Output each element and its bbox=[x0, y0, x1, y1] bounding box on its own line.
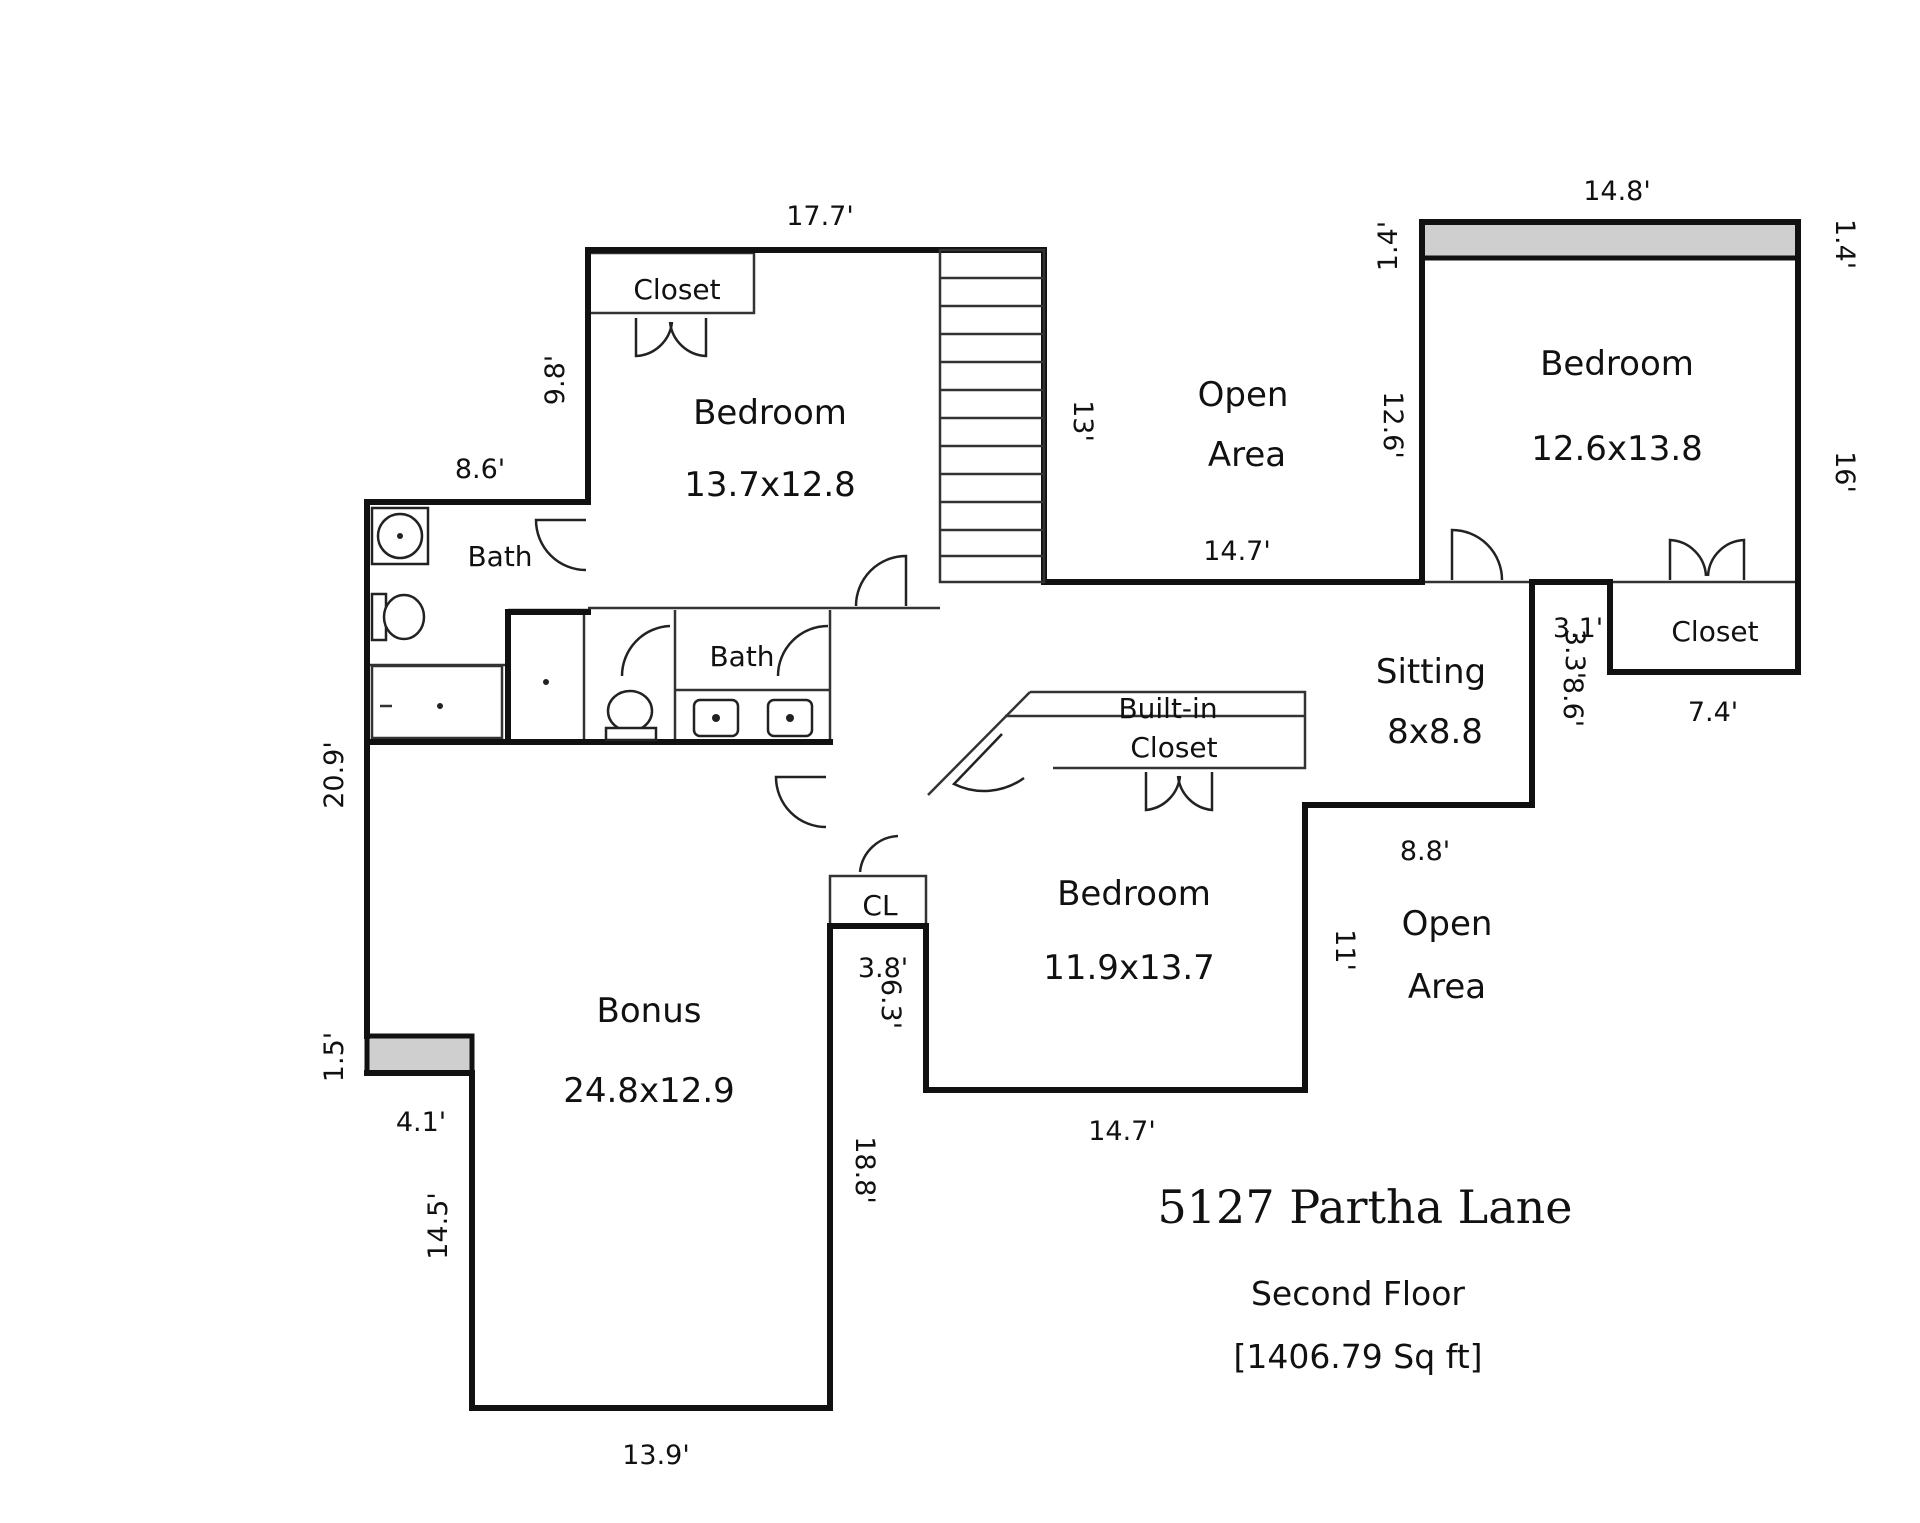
dim-sitting-side-a: 3.3' bbox=[1559, 629, 1590, 679]
dim-top-bedroom-width: 17.7' bbox=[786, 201, 854, 232]
closet-bedroom-2-label: Closet bbox=[1671, 615, 1758, 648]
closet-bedroom-1-label: Closet bbox=[633, 273, 720, 306]
dim-bedroom-2-height: 16' bbox=[1829, 451, 1860, 493]
toilet-2-tank bbox=[604, 726, 658, 742]
dim-closet-width: 7.4' bbox=[1688, 697, 1738, 728]
open-area-upper-line2: Area bbox=[1208, 435, 1286, 475]
dim-cl-width: 3.8' bbox=[858, 953, 908, 984]
bedroom-1-name: Bedroom bbox=[693, 393, 847, 433]
bonus-name: Bonus bbox=[597, 991, 702, 1031]
bath-2-label: Bath bbox=[709, 640, 774, 673]
dim-sitting-small: 3.1' bbox=[1553, 613, 1603, 644]
dim-bedroom-2-left-small: 1.4' bbox=[1373, 221, 1404, 271]
dim-open-area-width: 14.7' bbox=[1203, 536, 1271, 567]
bedroom-2-name: Bedroom bbox=[1540, 344, 1694, 384]
exterior-walls bbox=[364, 219, 1801, 1411]
door-swings bbox=[534, 318, 1746, 873]
open-area-lower-line2: Area bbox=[1408, 967, 1486, 1007]
dim-sitting-width: 8.8' bbox=[1400, 836, 1450, 867]
sitting-name: Sitting bbox=[1376, 652, 1486, 692]
open-area-upper-line1: Open bbox=[1198, 375, 1289, 415]
dim-bonus-right: 18.8' bbox=[849, 1136, 880, 1204]
cl-label: CL bbox=[862, 889, 898, 922]
address-title: 5127 Partha Lane bbox=[1158, 1180, 1573, 1234]
floor-subtitle: Second Floor bbox=[1251, 1274, 1465, 1313]
built-in-closet-line1: Built-in bbox=[1118, 692, 1217, 725]
dim-stair-height: 13' bbox=[1067, 400, 1098, 442]
dim-cl-height: 6.3' bbox=[875, 979, 906, 1029]
bonus-left-shaded-ledge bbox=[364, 1033, 475, 1076]
bedroom-1-dims: 13.7x12.8 bbox=[684, 465, 856, 505]
dim-bonus-lower-left: 14.5' bbox=[423, 1192, 454, 1260]
sitting-dims: 8x8.8 bbox=[1387, 712, 1483, 752]
dim-sitting-side-b: 8.6' bbox=[1557, 677, 1588, 727]
dim-left-wall-height: 20.9' bbox=[319, 741, 350, 809]
dim-bonus-width: 13.9' bbox=[622, 1440, 690, 1471]
bath-1-label: Bath bbox=[467, 540, 532, 573]
dim-open-area-height: 12.6' bbox=[1377, 391, 1408, 459]
toilet-2-bowl bbox=[606, 689, 654, 733]
dim-bedroom-3-width: 14.7' bbox=[1088, 1116, 1156, 1147]
dim-bedroom-1-side: 9.8' bbox=[540, 355, 571, 405]
dim-bath-width: 8.6' bbox=[455, 454, 505, 485]
bedroom-3-dims: 11.9x13.7 bbox=[1043, 948, 1215, 988]
dim-bedroom-2-width: 14.8' bbox=[1583, 176, 1651, 207]
dim-left-ledge-height: 1.5' bbox=[319, 1032, 350, 1082]
area-subtitle: [1406.79 Sq ft] bbox=[1233, 1337, 1482, 1376]
bedroom-2-top-shaded-wall bbox=[1419, 219, 1801, 261]
toilet-1-bowl bbox=[382, 593, 426, 641]
open-area-lower-line1: Open bbox=[1402, 904, 1493, 944]
built-in-closet-line2: Closet bbox=[1130, 731, 1217, 764]
staircase bbox=[938, 248, 1046, 584]
dim-bedroom-3-height: 11' bbox=[1329, 929, 1360, 971]
bedroom-3-name: Bedroom bbox=[1057, 874, 1211, 914]
dim-left-ledge-width: 4.1' bbox=[396, 1107, 446, 1138]
dim-bedroom-2-right-small: 1.4' bbox=[1829, 219, 1860, 269]
bath-fixtures bbox=[370, 506, 814, 742]
bedroom-2-dims: 12.6x13.8 bbox=[1531, 429, 1703, 469]
bonus-dims: 24.8x12.9 bbox=[563, 1071, 735, 1111]
